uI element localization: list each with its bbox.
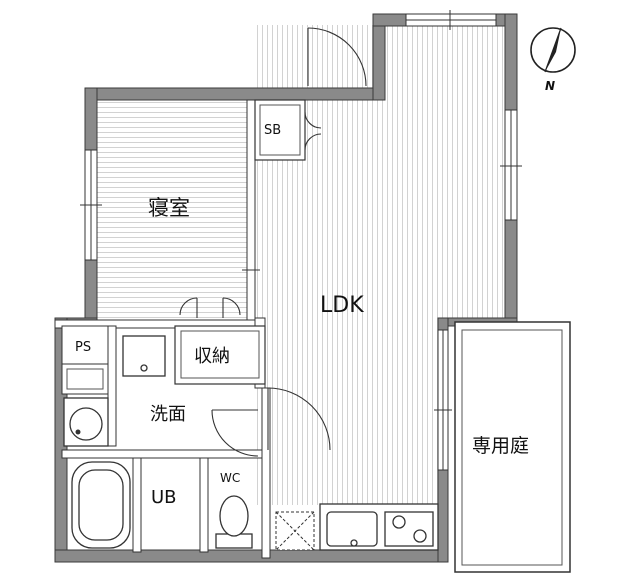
room-label-shoe-box: SB: [264, 123, 281, 138]
bedroom-floor: [95, 100, 250, 320]
compass-icon: N: [530, 27, 576, 93]
ldk-floor-lower: [255, 160, 445, 505]
bathtub: [71, 461, 131, 549]
room-label-closet: 収納: [194, 346, 230, 367]
closet-doors: [179, 297, 241, 318]
room-label-bedroom: 寝室: [148, 196, 190, 220]
room-label-washroom: 洗面: [150, 404, 186, 425]
refrigerator-space: [275, 511, 315, 551]
toilet-fixture: [215, 495, 253, 549]
interior-walls: [54, 99, 306, 559]
garden-inner: [461, 329, 563, 566]
wash-basin: [63, 397, 109, 447]
room-label-pipe-space: PS: [75, 340, 91, 355]
room-label-unit-bath: UB: [151, 487, 177, 508]
washing-machine-pan: [122, 335, 166, 377]
compass-label: N: [545, 79, 555, 93]
shoe-box-doors: [304, 111, 322, 151]
toilet-door: [211, 409, 259, 457]
room-label-ldk: LDK: [320, 293, 364, 318]
room-label-toilet: WC: [220, 471, 240, 485]
entry-door: [307, 27, 367, 87]
room-label-private-garden: 専用庭: [472, 435, 529, 457]
washroom-door: [267, 387, 331, 451]
windows: [80, 10, 522, 471]
ldk-floor-side: [445, 160, 505, 320]
kitchen-counter: [319, 503, 439, 551]
